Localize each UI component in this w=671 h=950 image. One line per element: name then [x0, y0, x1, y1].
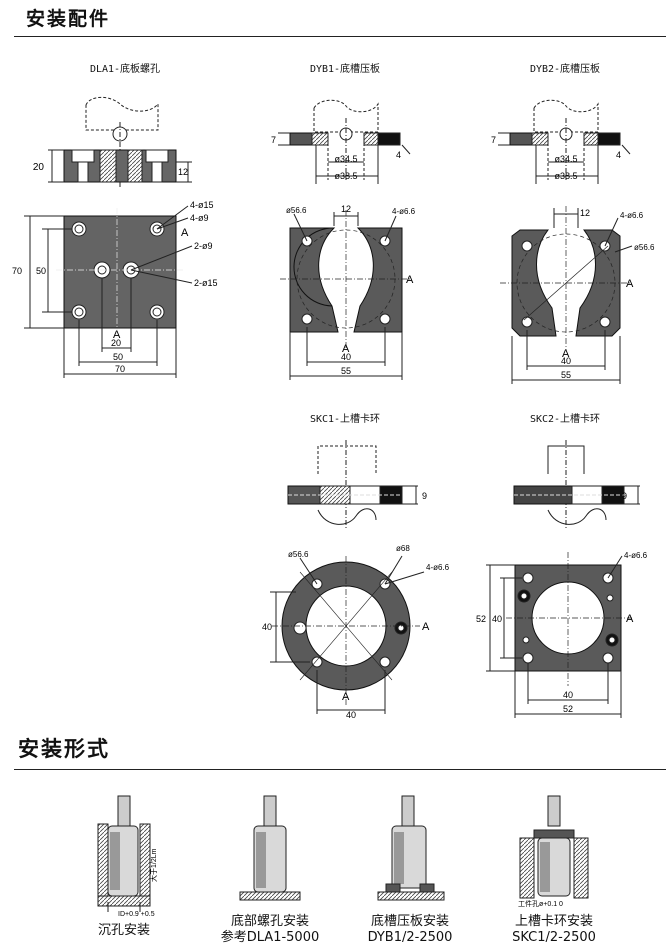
dla1-dim-70-vertical: 70: [12, 266, 22, 276]
dyb2-caption: DYB2-底槽压板: [529, 64, 601, 75]
skc2-dim-52-horizontal: 52: [563, 704, 573, 714]
bottom-screw-mount-drawing: [239, 795, 301, 901]
dla1-hole-2-15: 2-ø15: [194, 278, 218, 288]
counterbore-mount-label: 沉孔安装: [97, 923, 150, 938]
skc2-dim-40-horizontal: 40: [563, 690, 573, 700]
bottom-plate-mount-drawing: [377, 795, 445, 901]
dyb2-dim-4: 4: [616, 150, 621, 160]
skc1-section-mark-a-bottom: A: [342, 691, 350, 703]
dyb1-dim-4: 4: [396, 150, 401, 160]
dyb2-dim-7: 7: [491, 135, 496, 145]
parts-section-divider: [14, 36, 666, 37]
dla1-section-mark-a-right: A: [181, 227, 189, 239]
skc1-caption: SKC1-上槽卡环: [309, 414, 381, 425]
dyb1-dim-40: 40: [341, 352, 351, 362]
dyb1-dim-7: 7: [271, 135, 276, 145]
dyb2-top-view: [500, 206, 633, 384]
dla1-dim-12-vertical: 12: [178, 167, 188, 177]
dyb1-dim-55: 55: [341, 366, 351, 376]
dla1-dim-50-horizontal: 50: [113, 352, 123, 362]
top-ring-hole-dim: 工件孔ø+0.1 0: [518, 899, 563, 908]
bottom-plate-mount-label: 底槽压板安装: [370, 914, 449, 929]
dyb2-dim-12: 12: [580, 208, 590, 218]
skc1-section-mark-a-right: A: [422, 621, 430, 633]
top-ring-mount-label: 上槽卡环安装: [514, 914, 593, 929]
skc2-dim-9: 9: [622, 491, 627, 501]
dyb1-dim-12: 12: [341, 204, 351, 214]
skc2-top-view: [486, 552, 632, 718]
skc1-dim-9: 9: [422, 491, 427, 501]
dla1-top-view: [24, 205, 193, 378]
dyb1-top-view: [280, 210, 410, 380]
top-ring-mount-drawing: [519, 795, 589, 899]
skc2-hole-4-6-6: 4-ø6.6: [624, 551, 648, 560]
dla1-hole-4-9: 4-ø9: [190, 213, 209, 223]
dyb1-section-mark-a-bottom: A: [342, 343, 350, 355]
dyb2-hole-4-6-6: 4-ø6.6: [620, 211, 644, 220]
top-ring-mount-ref: SKC1/2-2500: [512, 930, 596, 945]
skc1-hole-68: ø68: [396, 544, 410, 553]
dla1-caption: DLA1-底板螺孔: [89, 64, 161, 75]
dyb2-hole-56-6: ø56.6: [634, 243, 655, 252]
counterbore-mount-drawing: [97, 795, 151, 912]
counterbore-depth-dim: 大于1/2Lm: [149, 848, 158, 882]
forms-section-divider: [14, 769, 666, 770]
dyb2-side-view: [498, 99, 631, 184]
dyb1-side-view: [278, 99, 411, 184]
skc2-side-view: [513, 440, 640, 530]
dla1-side-view: [48, 96, 192, 188]
dyb1-caption: DYB1-底槽压板: [309, 64, 381, 75]
skc1-hole-56-6: ø56.6: [288, 550, 309, 559]
skc1-dim-40-horizontal: 40: [346, 710, 356, 720]
dyb2-section-mark-a-right: A: [626, 278, 634, 290]
skc2-caption: SKC2-上槽卡环: [529, 414, 601, 425]
dla1-dim-20-vertical: 20: [33, 162, 45, 173]
bottom-screw-mount-ref: 参考DLA1-5000: [220, 930, 320, 945]
forms-section-title: 安装形式: [18, 737, 110, 761]
bottom-screw-mount-label: 底部螺孔安装: [230, 914, 309, 929]
skc1-dim-40-vertical: 40: [262, 622, 272, 632]
dyb1-dim-38-5: ø38.5: [334, 171, 357, 181]
bottom-plate-mount-ref: DYB1/2-2500: [367, 930, 453, 945]
dyb2-dim-38-5: ø38.5: [554, 171, 577, 181]
parts-section-title: 安装配件: [26, 8, 111, 30]
skc1-hole-4-6-6: 4-ø6.6: [426, 563, 450, 572]
dyb2-dim-55: 55: [561, 370, 571, 380]
dla1-dim-50-vertical: 50: [36, 266, 46, 276]
skc1-side-view: [287, 440, 418, 530]
dla1-hole-2-9: 2-ø9: [194, 241, 213, 251]
dla1-dim-70-horizontal: 70: [115, 364, 125, 374]
dyb2-dim-40: 40: [561, 356, 571, 366]
dla1-hole-4-15: 4-ø15: [190, 200, 214, 210]
skc2-dim-40-vertical: 40: [492, 614, 502, 624]
dyb1-section-mark-a-right: A: [406, 274, 414, 286]
dyb2-section-mark-a-bottom: A: [562, 348, 570, 360]
dyb1-dim-34-5: ø34.5: [334, 154, 357, 164]
skc2-dim-52-vertical: 52: [476, 614, 486, 624]
skc1-top-view: [270, 555, 425, 714]
dla1-dim-20-horizontal: 20: [111, 338, 121, 348]
dla1-section-mark-a-bottom: A: [113, 329, 121, 341]
dyb1-hole-4-6-6: 4-ø6.6: [392, 207, 416, 216]
dyb2-dim-34-5: ø34.5: [554, 154, 577, 164]
dyb1-hole-56-6: ø56.6: [286, 206, 307, 215]
skc2-section-mark-a: A: [626, 613, 634, 625]
counterbore-width-dim: ID+0.9 +0.5: [118, 911, 155, 918]
